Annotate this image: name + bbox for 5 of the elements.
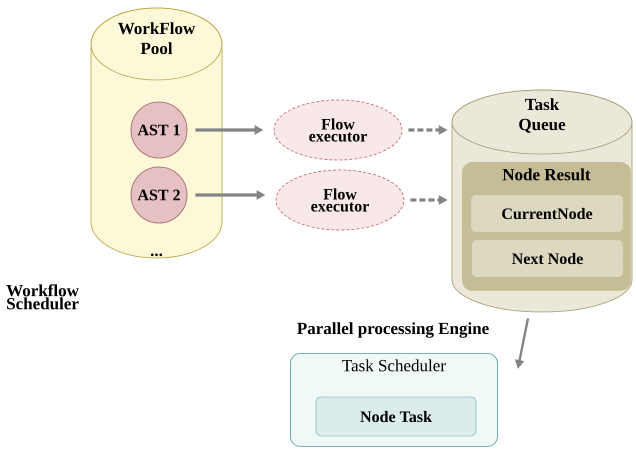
heading: Workflow Scheduler <box>6 284 79 310</box>
process-box: Node Task <box>316 396 476 436</box>
heading: Parallel processing Engine <box>297 322 489 338</box>
process-box: CurrentNode <box>470 194 624 232</box>
process-box: Next Node <box>472 240 624 278</box>
